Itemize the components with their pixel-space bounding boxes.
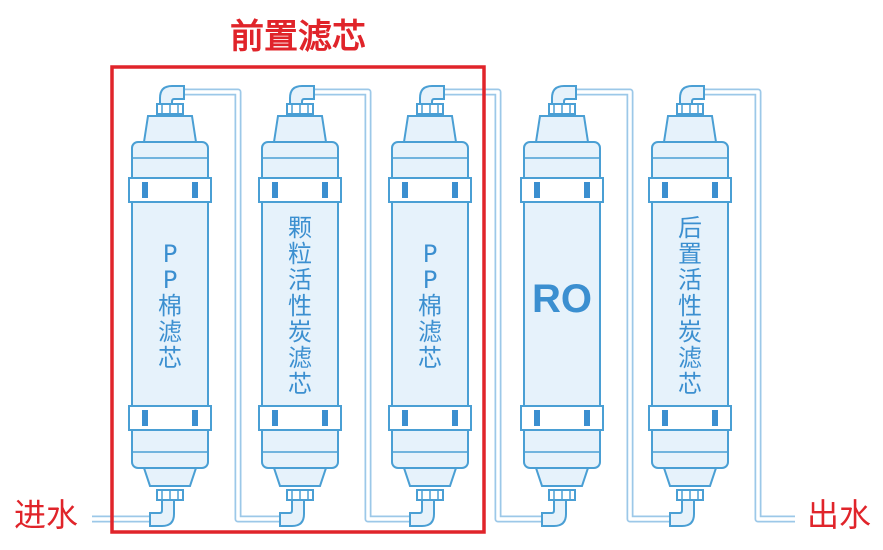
filter-label-char: 颗 [288,214,312,242]
filter-label-char: 芯 [158,344,182,372]
filter-label-char: 性 [678,292,702,320]
outlet-pipe-inner [702,90,795,521]
lower-clamp-band [388,405,472,431]
bottom-cap [534,467,590,487]
bottom-cap [272,467,328,487]
top-cap [662,115,718,143]
filter-label-char: P [423,266,437,294]
filter-label-char: 棉 [418,292,442,320]
pipes [92,88,795,523]
pre-filter-group-box [110,65,486,534]
upper-clamp-pin-right [192,182,198,198]
filter-label-char: 后 [678,214,702,242]
filter-label-char: 芯 [678,370,702,398]
bottom-elbow-fitting [149,499,175,527]
lower-clamp-pin-right [712,410,718,426]
upper-clamp-band [258,177,342,203]
lower-clamp-band [648,405,732,431]
inlet-label: 进水 [14,496,78,534]
upper-clamp-band [520,177,604,203]
lower-clamp-pin-right [322,410,328,426]
bottom-elbow-fitting [669,499,695,527]
pre-filter-title: 前置滤芯 [230,17,366,57]
top-cap [142,115,198,143]
filter-label-char: 置 [678,240,702,268]
lower-clamp-pin-left [402,410,408,426]
upper-clamp-band [388,177,472,203]
filter-label-char: 性 [288,292,312,320]
lower-clamp-pin-left [142,410,148,426]
filter-label-char: 芯 [418,344,442,372]
bottom-cap [402,467,458,487]
filter-label-char: 棉 [158,292,182,320]
filter-label-char: 活 [678,266,702,294]
filter-label-char: 活 [288,266,312,294]
filter-label-char: 滤 [158,318,182,346]
filter-label-char: 炭 [288,318,312,346]
lower-clamp-band [520,405,604,431]
bottom-elbow-fitting [409,499,435,527]
connector-pipe-1-inner [182,90,282,521]
filter-cartridge-5: 后置活性炭滤芯 [648,85,732,527]
upper-clamp-pin-left [142,182,148,198]
filter-label-char: 滤 [418,318,442,346]
upper-clamp-pin-left [534,182,540,198]
filter-label-char: P [423,240,437,268]
lower-clamp-pin-right [452,410,458,426]
top-cap [534,115,590,143]
lower-clamp-pin-right [192,410,198,426]
filter-label-char: 粒 [288,240,312,268]
upper-clamp-pin-left [662,182,668,198]
filter-label-char: 芯 [288,370,312,398]
connector-pipe-4-inner [574,90,672,521]
outlet-label: 出水 [807,496,871,534]
filter-label-char: P [163,266,177,294]
upper-clamp-band [648,177,732,203]
lower-clamp-pin-right [584,410,590,426]
lower-clamp-band [258,405,342,431]
filter-label-char: 滤 [288,344,312,372]
upper-clamp-pin-right [452,182,458,198]
upper-clamp-pin-left [402,182,408,198]
connector-pipe-3-inner [442,90,544,521]
filter-label-5: 后置活性炭滤芯 [678,214,702,398]
filter-label-2: 颗粒活性炭滤芯 [288,214,312,398]
bottom-cap [662,467,718,487]
filter-label-4: RO [532,277,592,321]
upper-clamp-pin-left [272,182,278,198]
top-cap [402,115,458,143]
lower-clamp-pin-left [272,410,278,426]
filter-label-char: 滤 [678,344,702,372]
upper-clamp-pin-right [322,182,328,198]
upper-clamp-pin-right [712,182,718,198]
bottom-elbow-fitting [541,499,567,527]
bottom-elbow-fitting [279,499,305,527]
lower-clamp-pin-left [534,410,540,426]
filter-label-char: 炭 [678,318,702,346]
filter-cartridge-4: RO [520,85,604,527]
lower-clamp-band [128,405,212,431]
lower-clamp-pin-left [662,410,668,426]
upper-clamp-pin-right [584,182,590,198]
bottom-cap [142,467,198,487]
connector-pipe-2-inner [312,90,412,521]
upper-clamp-band [128,177,212,203]
filter-cartridge-2: 颗粒活性炭滤芯 [258,85,342,527]
top-cap [272,115,328,143]
filter-label-char: P [163,240,177,268]
